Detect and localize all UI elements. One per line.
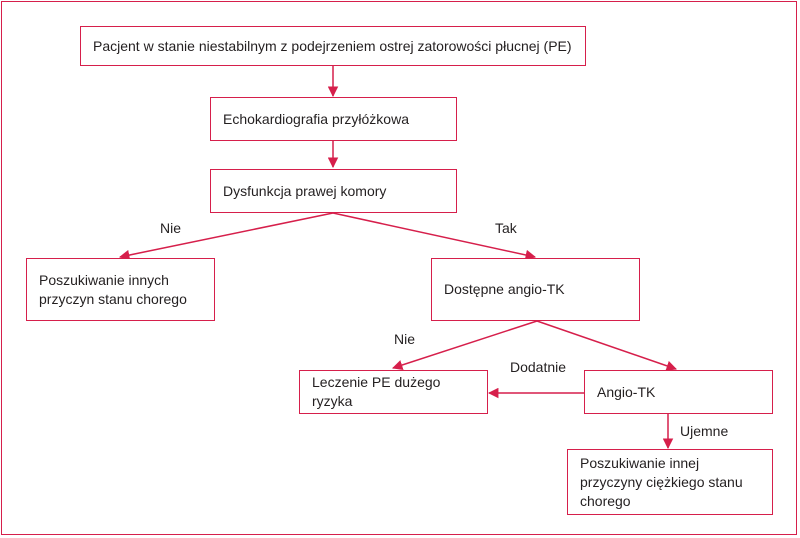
label-negative: Ujemne <box>680 423 729 439</box>
label-rv-no: Nie <box>160 220 182 236</box>
arrow-ct-no <box>392 320 538 371</box>
arrow-rv-yes <box>332 212 537 261</box>
label-ct-no: Nie <box>394 331 416 347</box>
node-treatment: Leczenie PE dużego ryzyka <box>299 370 488 414</box>
node-other-cause-severe: Poszukiwanie innej przyczyny ciężkiego s… <box>567 449 773 515</box>
node-angio-available: Dostępne angio-TK <box>431 258 640 321</box>
arrow-ct-yes <box>536 320 677 371</box>
node-angio: Angio-TK <box>584 370 773 414</box>
node-echo: Echokardiografia przyłóżkowa <box>210 97 457 141</box>
label-rv-yes: Tak <box>495 220 517 236</box>
arrow-rv-no <box>118 212 334 261</box>
node-patient: Pacjent w stanie niestabilnym z podejrze… <box>80 26 586 66</box>
node-rv-dysfunction: Dysfunkcja prawej komory <box>210 169 457 213</box>
node-other-causes: Poszukiwanie innych przyczyn stanu chore… <box>26 258 215 321</box>
label-positive: Dodatnie <box>510 359 567 375</box>
